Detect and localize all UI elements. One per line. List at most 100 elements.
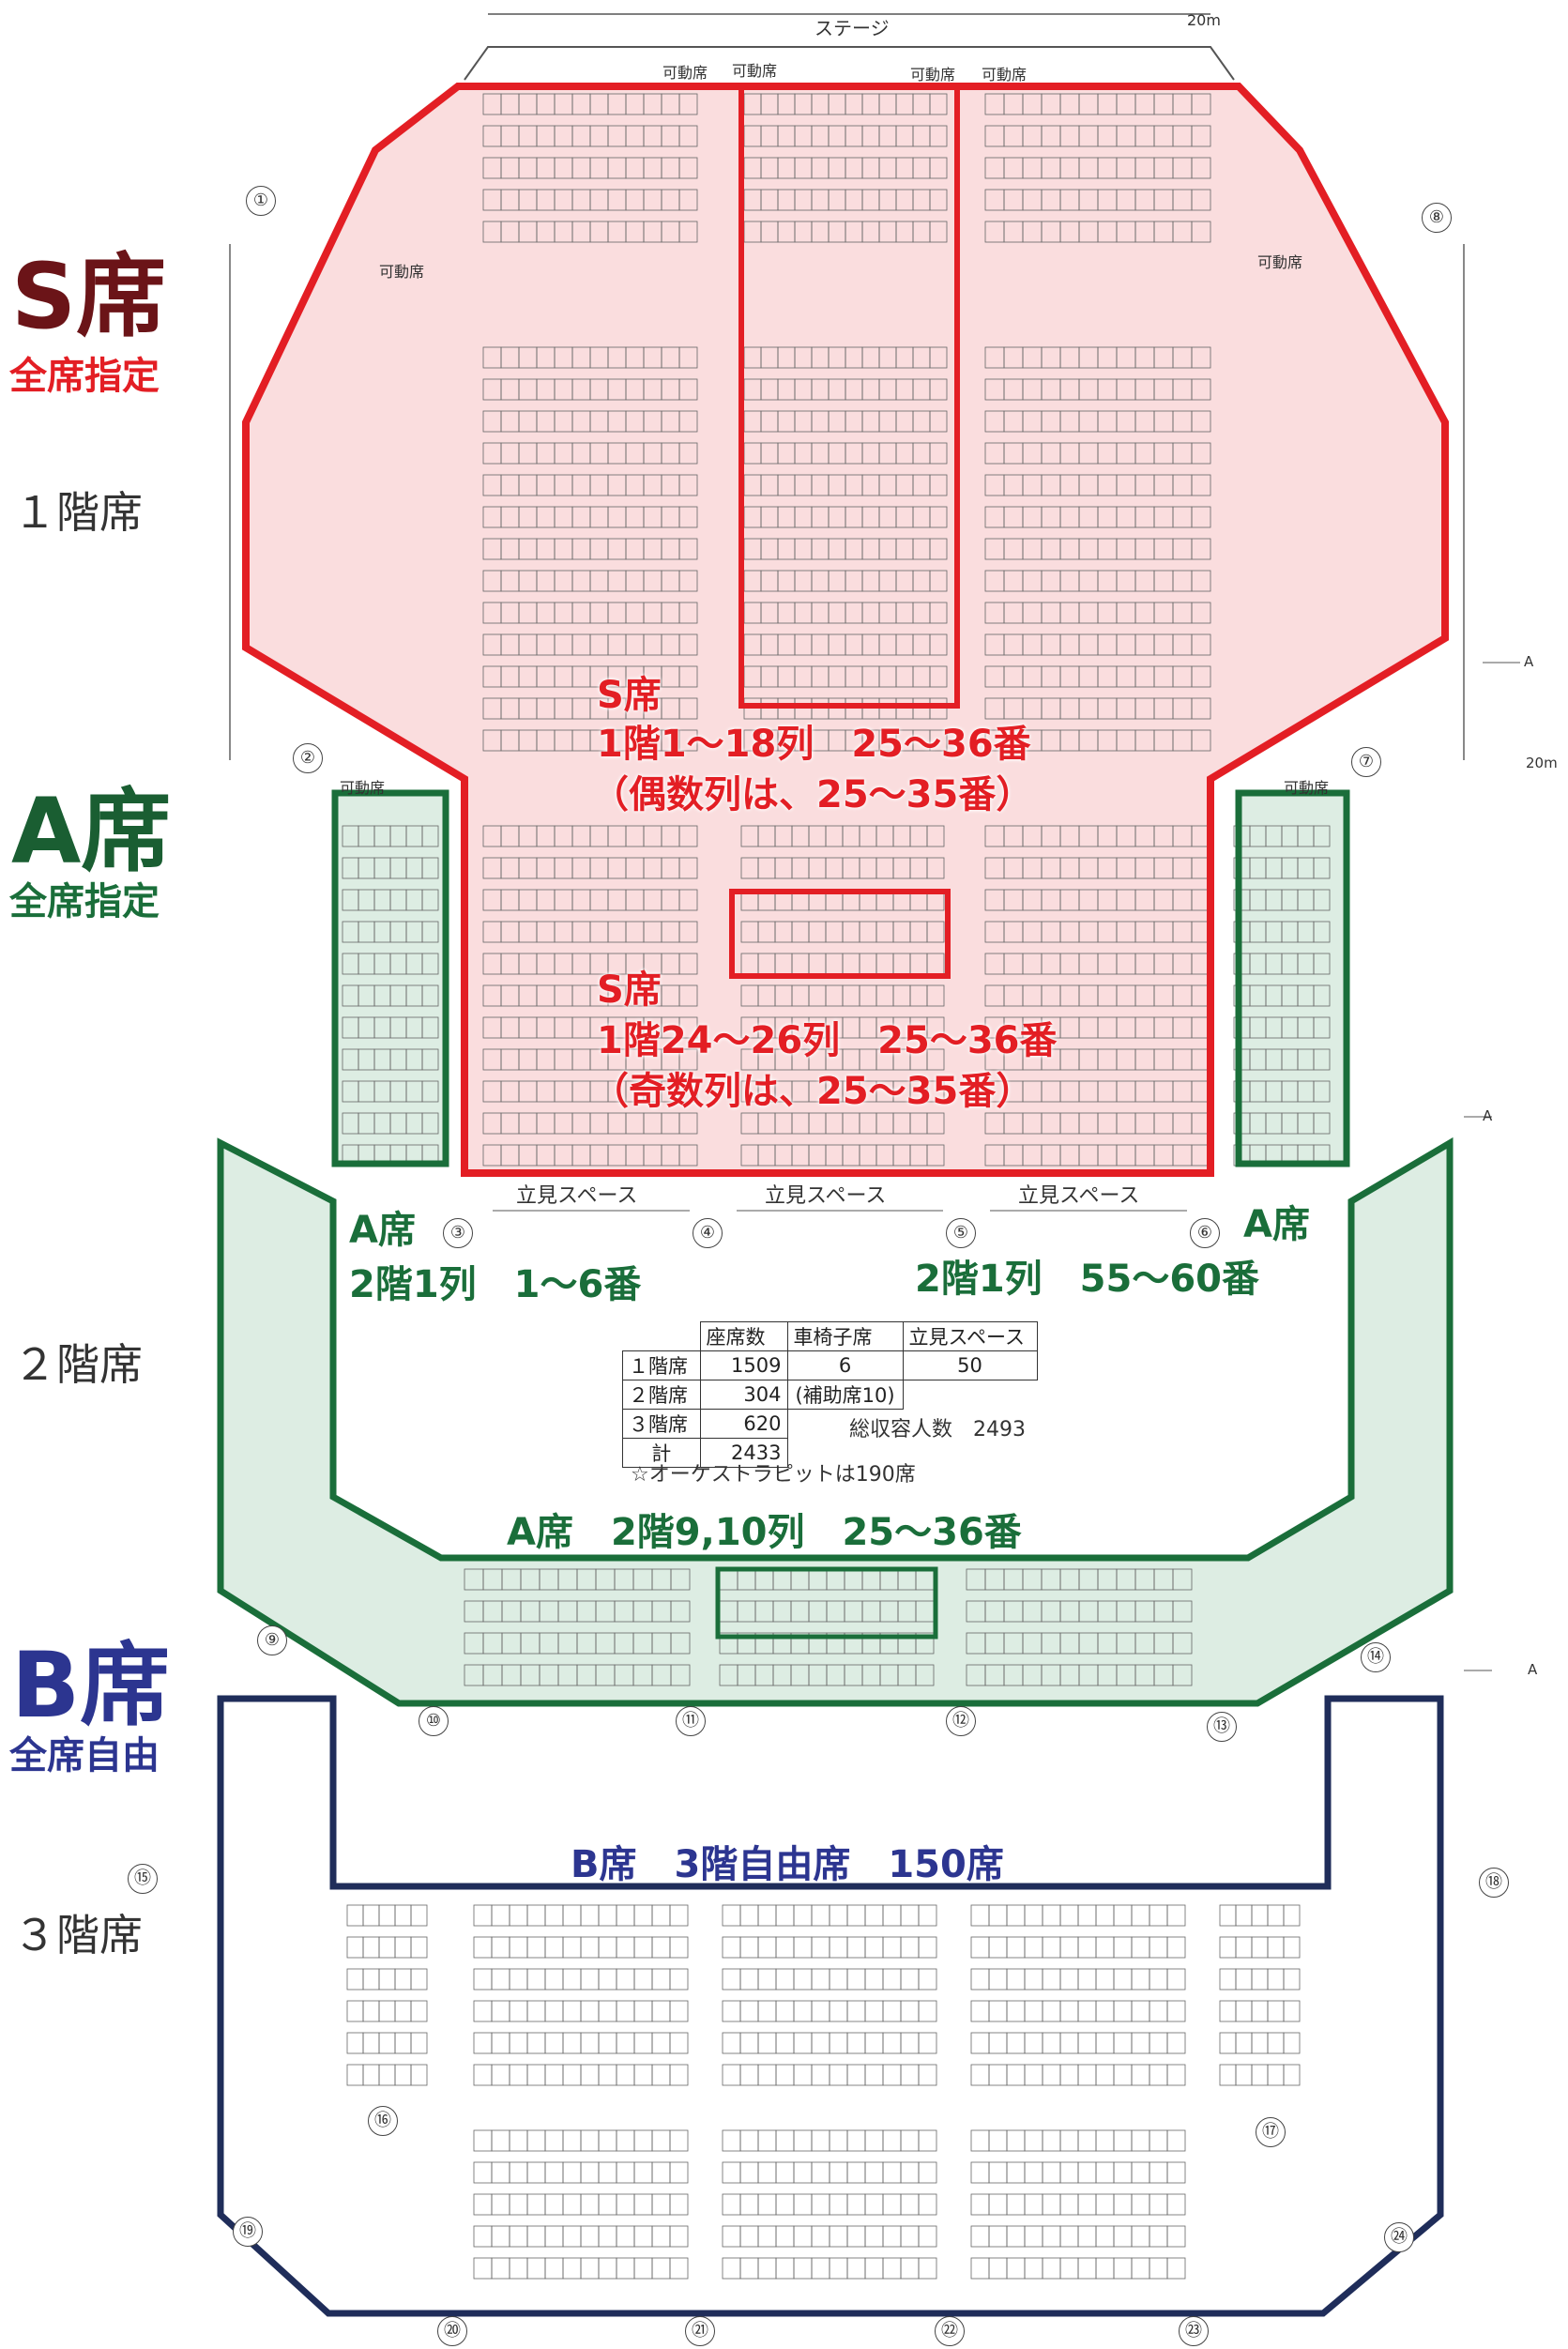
seat-3f-right	[970, 2000, 990, 2022]
seat-3f-rear-left	[633, 2161, 653, 2184]
seat-3f-center	[722, 1968, 741, 1991]
seat-3f-rear-left	[580, 2161, 600, 2184]
seat-3f-rear-left	[562, 2129, 582, 2152]
seat-3f-right	[1024, 2000, 1043, 2022]
seat-3f-rear-right	[1095, 2129, 1115, 2152]
seat-3f-rear-center	[739, 2225, 759, 2248]
seat-3f-right	[1077, 1904, 1097, 1927]
seat-3f-center	[793, 1936, 813, 1959]
seat-3f-rear-left	[633, 2193, 653, 2216]
seat-3f-center	[846, 2000, 866, 2022]
seat-3f-left	[580, 1936, 600, 1959]
seat-3f-center	[739, 1968, 759, 1991]
seat-3f-left	[544, 2000, 564, 2022]
seat-3f-left	[526, 2032, 546, 2054]
seat-3f-left	[616, 2064, 635, 2086]
seat-3f-rear-right	[1024, 2161, 1043, 2184]
seat-3f-rear-left	[562, 2257, 582, 2280]
seat-3f-center	[846, 1936, 866, 1959]
seat-3f-far-left	[394, 1936, 412, 1959]
door-marker-3: ③	[443, 1218, 473, 1248]
seat-3f-right	[1149, 1936, 1168, 1959]
seat-3f-left	[633, 1936, 653, 1959]
seat-3f-center	[918, 2064, 937, 2086]
seat-1f-rear-left	[678, 953, 698, 975]
seat-3f-left	[509, 1968, 528, 1991]
seat-3f-far-left	[394, 2032, 412, 2054]
door-marker-19: ⑲	[233, 2217, 263, 2247]
a-seat-region-right	[1239, 793, 1347, 1164]
seat-3f-left	[669, 1936, 689, 1959]
seat-3f-center	[900, 1904, 920, 1927]
seat-3f-left	[562, 1904, 582, 1927]
seat-3f-rear-left	[580, 2225, 600, 2248]
seat-3f-center	[722, 1904, 741, 1927]
seat-3f-left	[669, 1968, 689, 1991]
seat-3f-rear-left	[491, 2225, 510, 2248]
seat-3f-rear-left	[509, 2257, 528, 2280]
seat-3f-center	[775, 2000, 795, 2022]
seat-3f-far-left	[410, 2000, 428, 2022]
seat-3f-far-left	[346, 2064, 364, 2086]
seat-3f-center	[829, 2000, 848, 2022]
row-wheelchair: 6	[786, 1350, 904, 1380]
seat-3f-right	[1042, 1968, 1061, 1991]
seat-2f-center	[915, 1664, 935, 1686]
seat-3f-rear-left	[616, 2257, 635, 2280]
seat-blocks	[342, 93, 1331, 2280]
seat-3f-left	[616, 1936, 635, 1959]
seat-3f-rear-center	[829, 2225, 848, 2248]
standing-space-center: 立見スペース	[765, 1184, 887, 1208]
seat-3f-left	[580, 2000, 600, 2022]
stage-outline	[464, 46, 1235, 81]
seat-3f-left	[669, 2000, 689, 2022]
seat-1f-left	[678, 602, 698, 624]
seat-2f-right	[1172, 1568, 1193, 1591]
seat-3f-center	[775, 1936, 795, 1959]
seat-3f-rear-center	[739, 2129, 759, 2152]
seat-3f-right	[988, 2064, 1008, 2086]
seat-1f-left	[678, 93, 698, 115]
seat-3f-rear-right	[1113, 2257, 1133, 2280]
standing-space-left: 立見スペース	[516, 1184, 638, 1208]
seat-3f-rear-right	[1113, 2161, 1133, 2184]
seat-1f-right	[1191, 346, 1211, 369]
seat-1f-left	[678, 189, 698, 211]
seat-1f-left	[678, 570, 698, 592]
seat-3f-rear-center	[793, 2225, 813, 2248]
seat-3f-far-left	[362, 2064, 380, 2086]
seat-3f-center	[900, 2032, 920, 2054]
seat-3f-rear-left	[616, 2129, 635, 2152]
seat-1f-left	[678, 633, 698, 656]
seat-3f-center	[757, 1904, 777, 1927]
seat-3f-right	[1006, 2000, 1026, 2022]
seat-3f-left	[616, 1904, 635, 1927]
seat-3f-right	[1166, 2032, 1186, 2054]
seat-3f-far-right	[1283, 2000, 1301, 2022]
seat-3f-right	[1042, 2032, 1061, 2054]
seat-3f-center	[775, 2032, 795, 2054]
seat-3f-right	[988, 1936, 1008, 1959]
b-grade-note: 全席自由	[9, 1734, 160, 1777]
seat-1f-right	[1191, 221, 1211, 243]
seat-1f-center	[929, 665, 948, 688]
floor-2-label: ２階席	[13, 1339, 143, 1390]
seat-3f-rear-left	[598, 2257, 617, 2280]
seat-1f-rear-left	[678, 889, 698, 911]
seat-3f-right	[1059, 2032, 1079, 2054]
seat-3f-rear-right	[1149, 2129, 1168, 2152]
seat-3f-center	[882, 2064, 902, 2086]
seat-1f-right	[1191, 189, 1211, 211]
seat-1f-side-left	[421, 984, 439, 1007]
seat-3f-rear-center	[829, 2129, 848, 2152]
seat-3f-far-left	[410, 2032, 428, 2054]
seat-3f-left	[616, 1968, 635, 1991]
seat-3f-rear-right	[1077, 2161, 1097, 2184]
seat-3f-rear-center	[882, 2193, 902, 2216]
seat-3f-center	[829, 2064, 848, 2086]
movable-label-5: 可動席	[379, 263, 425, 281]
seat-3f-rear-right	[1059, 2193, 1079, 2216]
movable-label-2: 可動席	[732, 62, 778, 80]
seat-3f-rear-left	[651, 2193, 671, 2216]
door-marker-15: ⑮	[128, 1864, 158, 1894]
